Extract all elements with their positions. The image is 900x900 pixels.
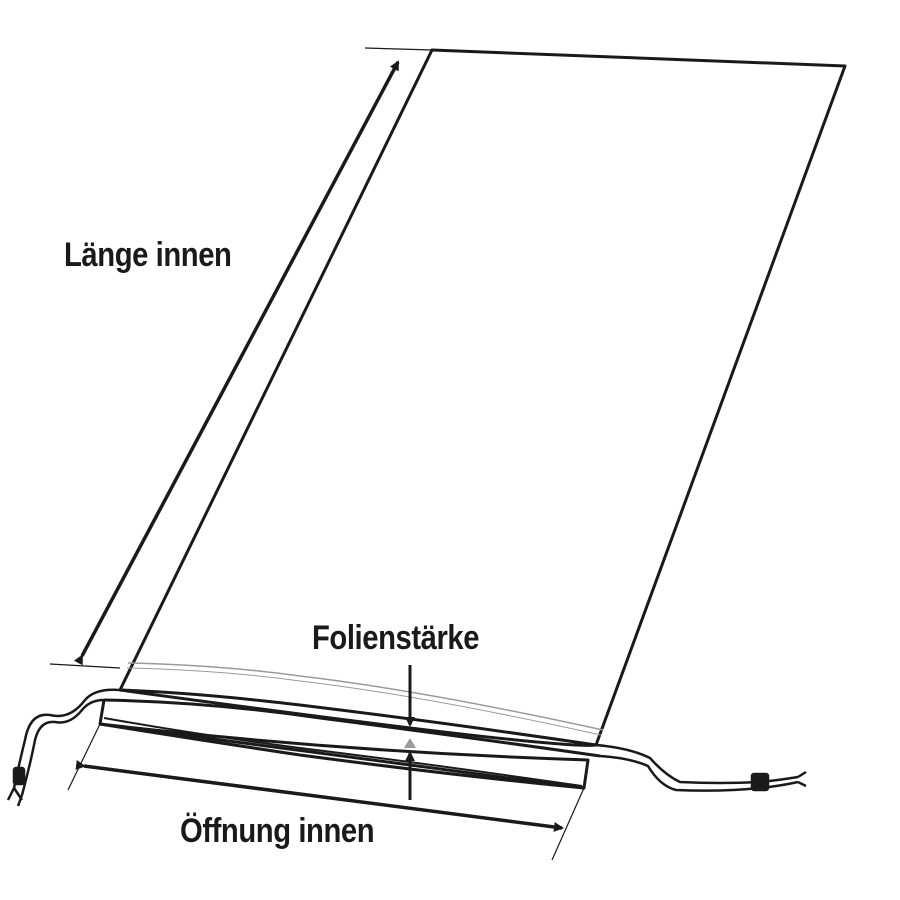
bag-body bbox=[118, 48, 847, 747]
drawstring-cord-right bbox=[595, 743, 807, 792]
seam-line bbox=[127, 662, 604, 731]
film-thickness-label: Folienstärke bbox=[312, 619, 480, 657]
opening-inner-label: Öffnung innen bbox=[180, 812, 375, 850]
drawstring-cord-left bbox=[6, 688, 121, 807]
drawstring-hem bbox=[98, 688, 601, 790]
length-inner-label: Länge innen bbox=[64, 236, 232, 274]
length-dimension bbox=[49, 47, 433, 669]
opening-dimension bbox=[67, 723, 585, 861]
thickness-dimension bbox=[404, 665, 416, 800]
